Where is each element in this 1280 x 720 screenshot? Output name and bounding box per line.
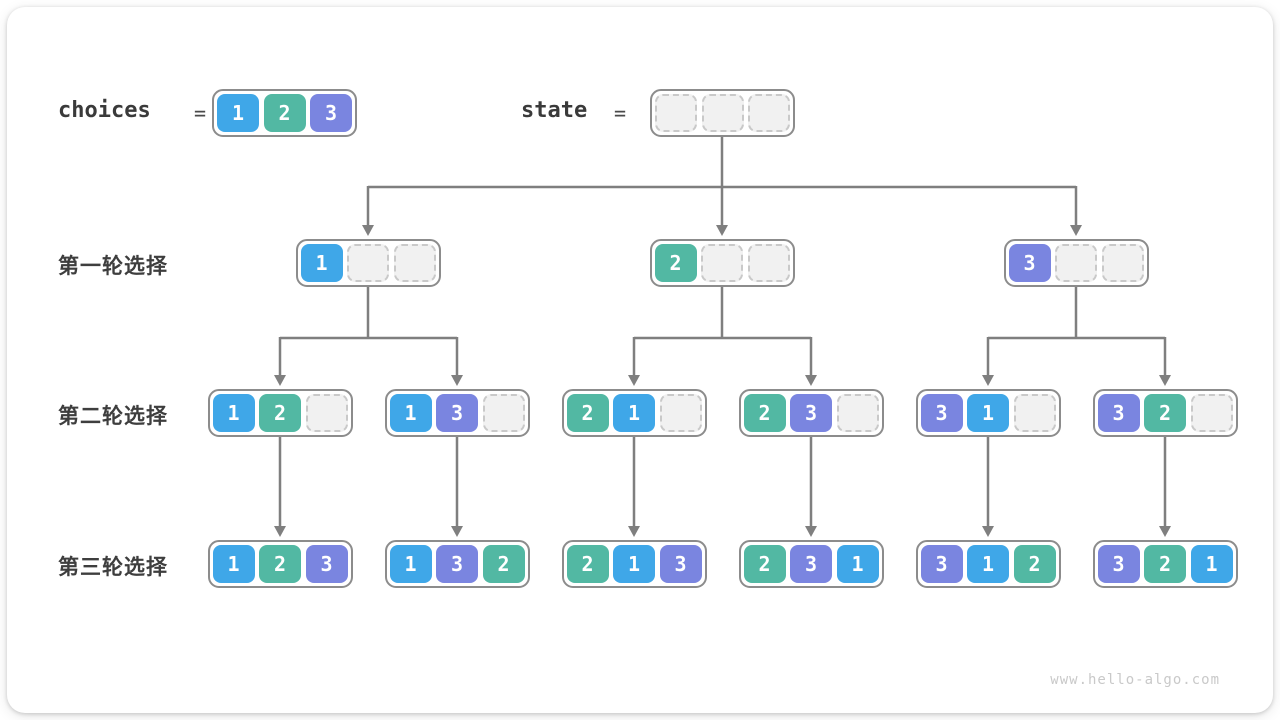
value-cell: 1 <box>967 545 1009 583</box>
watermark: www.hello-algo.com <box>1050 672 1220 688</box>
empty-slot-cell <box>1055 244 1097 282</box>
arrowhead-icon <box>362 225 374 236</box>
value-cell: 3 <box>1097 394 1140 432</box>
state-label: state <box>521 98 588 123</box>
arrowhead-icon <box>1159 526 1171 537</box>
arrowhead-icon <box>1070 225 1082 236</box>
empty-slot-cell <box>347 244 389 282</box>
value-cell: 3 <box>1097 545 1140 583</box>
round-1-label: 第一轮选择 <box>58 255 168 278</box>
round-2-label: 第二轮选择 <box>58 405 168 428</box>
value-cell: 1 <box>212 394 255 432</box>
round-3-label: 第三轮选择 <box>58 556 168 579</box>
empty-slot-cell <box>393 244 436 282</box>
value-cell: 2 <box>566 394 609 432</box>
value-cell: 2 <box>259 394 301 432</box>
value-cell: 1 <box>212 545 255 583</box>
value-cell: 1 <box>1190 545 1233 583</box>
arrowhead-icon <box>274 375 286 386</box>
arrowhead-icon <box>274 526 286 537</box>
arrowhead-icon <box>451 375 463 386</box>
value-cell: 3 <box>1008 244 1051 282</box>
empty-slot-cell <box>747 244 790 282</box>
arrowhead-icon <box>982 526 994 537</box>
value-cell: 2 <box>566 545 609 583</box>
tree-node: 1 <box>295 239 441 287</box>
state-array-box <box>650 89 795 137</box>
value-cell: 2 <box>743 545 786 583</box>
arrowhead-icon <box>805 375 817 386</box>
empty-slot-cell <box>836 394 879 432</box>
value-cell: 3 <box>305 545 348 583</box>
value-cell: 3 <box>920 545 963 583</box>
empty-slot-cell <box>655 94 697 132</box>
value-cell: 1 <box>389 545 432 583</box>
value-cell: 2 <box>1144 545 1186 583</box>
value-cell: 3 <box>436 545 478 583</box>
tree-node: 2 <box>649 239 795 287</box>
value-cell: 1 <box>967 394 1009 432</box>
arrowhead-icon <box>628 375 640 386</box>
value-cell: 1 <box>217 94 259 132</box>
empty-slot-cell <box>1190 394 1233 432</box>
value-cell: 3 <box>790 545 832 583</box>
value-cell: 1 <box>613 394 655 432</box>
state-equals-sign: = <box>614 101 627 125</box>
value-cell: 3 <box>790 394 832 432</box>
arrowhead-icon <box>628 526 640 537</box>
value-cell: 2 <box>482 545 525 583</box>
value-cell: 2 <box>259 545 301 583</box>
tree-node: 3 <box>1003 239 1149 287</box>
value-cell: 3 <box>310 94 352 132</box>
value-cell: 1 <box>613 545 655 583</box>
value-cell: 1 <box>300 244 343 282</box>
value-cell: 1 <box>389 394 432 432</box>
value-cell: 3 <box>436 394 478 432</box>
arrowhead-icon <box>1159 375 1171 386</box>
empty-slot-cell <box>659 394 702 432</box>
arrowhead-icon <box>982 375 994 386</box>
value-cell: 2 <box>654 244 697 282</box>
arrowhead-icon <box>805 526 817 537</box>
value-cell: 3 <box>659 545 702 583</box>
value-cell: 2 <box>1013 545 1056 583</box>
value-cell: 2 <box>1144 394 1186 432</box>
value-cell: 1 <box>836 545 879 583</box>
arrowhead-icon <box>451 526 463 537</box>
empty-slot-cell <box>1013 394 1056 432</box>
empty-slot-cell <box>748 94 790 132</box>
value-cell: 2 <box>263 94 306 132</box>
choices-equals-sign: = <box>194 101 207 125</box>
empty-slot-cell <box>482 394 525 432</box>
empty-slot-cell <box>1101 244 1144 282</box>
arrowhead-icon <box>716 225 728 236</box>
value-cell: 3 <box>920 394 963 432</box>
empty-slot-cell <box>701 244 743 282</box>
empty-slot-cell <box>701 94 744 132</box>
empty-slot-cell <box>305 394 348 432</box>
value-cell: 2 <box>743 394 786 432</box>
choices-label: choices <box>58 98 151 123</box>
